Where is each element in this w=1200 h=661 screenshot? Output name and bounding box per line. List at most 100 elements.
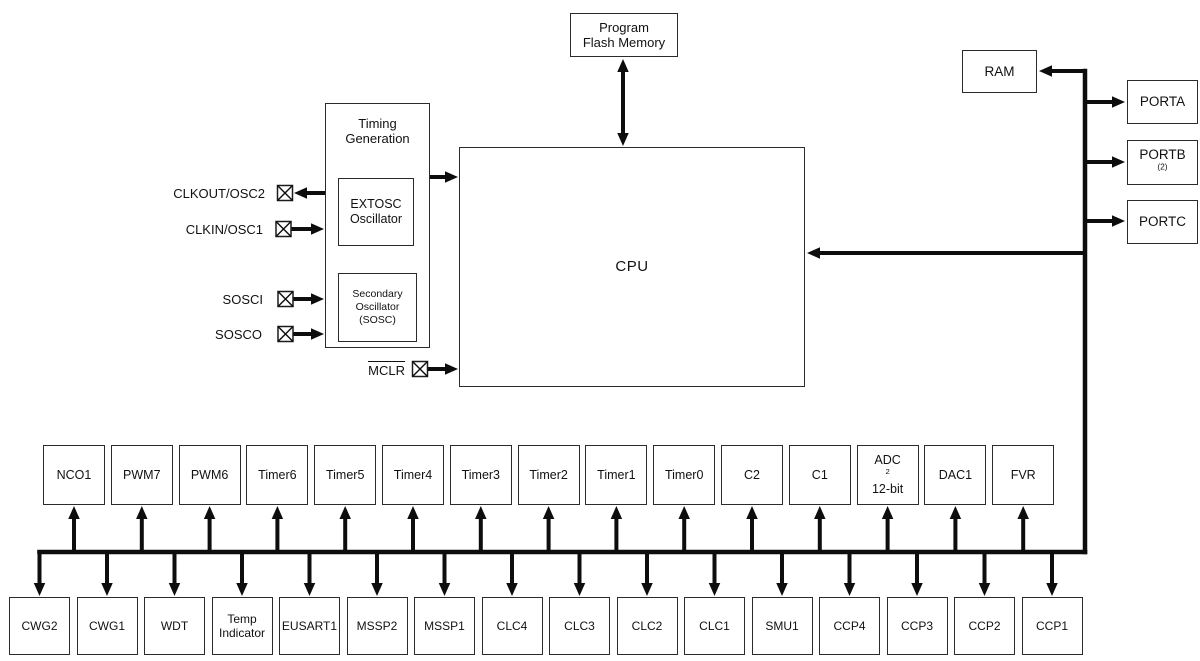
peripheral-label: FVR xyxy=(1010,467,1036,482)
program-flash-memory-label-line2: Flash Memory xyxy=(582,35,666,50)
peripheral-box-cwg1: CWG1 xyxy=(76,597,138,655)
sosco-arrow-head xyxy=(311,328,324,340)
peripheral-box-clc4: CLC4 xyxy=(481,597,543,655)
peripheral-label: CLC4 xyxy=(496,618,528,633)
peripheral-label: PWM7 xyxy=(123,467,161,482)
bus-down-arrow-6-head xyxy=(438,583,451,596)
peripheral-box-timer6: Timer6 xyxy=(246,445,309,505)
bus-down-arrow-0-head xyxy=(33,583,46,596)
peripheral-label: CLC3 xyxy=(564,618,595,633)
clkin-arrow-head xyxy=(311,223,324,235)
peripheral-label: CCP4 xyxy=(833,618,866,633)
peripheral-label: CWG2 xyxy=(21,618,58,633)
portc-label: PORTC xyxy=(1138,214,1186,230)
secondary-oscillator-box: Secondary Oscillator (SOSC) xyxy=(338,273,417,342)
peripheral-label: MSSP1 xyxy=(424,618,465,633)
program-flash-memory-label-line1: Program xyxy=(599,19,649,35)
peripheral-box-timer5: Timer5 xyxy=(314,445,377,505)
bus-ram-arrow-head xyxy=(1039,65,1052,77)
peripheral-label: Indicator xyxy=(218,626,266,640)
peripheral-label: DAC1 xyxy=(938,467,973,482)
bus-porta-arrow-head xyxy=(1112,96,1125,108)
bus-up-arrow-14-head xyxy=(1017,506,1029,519)
bus-up-arrow-5-head xyxy=(407,506,419,519)
sosc-label-line2: Oscillator xyxy=(355,300,400,313)
peripheral-label: WDT xyxy=(160,618,189,633)
bus-up-arrow-11-head xyxy=(814,506,826,519)
peripheral-box-pwm6: PWM6 xyxy=(178,445,241,505)
peripheral-box-dac1: DAC1 xyxy=(924,445,987,505)
peripheral-label: Timer3 xyxy=(461,467,501,482)
peripheral-label: NCO1 xyxy=(56,467,92,482)
cpu-label: CPU xyxy=(615,258,649,276)
bus-up-arrow-0-head xyxy=(68,506,80,519)
pin-label-sosci: SOSCI xyxy=(222,292,263,307)
peripheral-label: Timer5 xyxy=(325,467,365,482)
ram-label: RAM xyxy=(984,63,1015,79)
peripheral-label: CWG1 xyxy=(89,618,125,633)
peripheral-label: 12-bit xyxy=(871,482,904,497)
peripheral-box-ccp1: CCP1 xyxy=(1021,597,1083,655)
peripheral-label: Timer4 xyxy=(393,467,433,482)
peripheral-box-smu1: SMU1 xyxy=(751,597,813,655)
peripheral-box-ccp2: CCP2 xyxy=(954,597,1015,655)
porta-label: PORTA xyxy=(1139,94,1186,110)
peripheral-box-cwg2: CWG2 xyxy=(9,597,70,655)
peripheral-box-timer1: Timer1 xyxy=(585,445,648,505)
peripheral-box-c1: C1 xyxy=(788,445,851,505)
peripheral-box-clc2: CLC2 xyxy=(616,597,678,655)
peripheral-box-ccp3: CCP3 xyxy=(886,597,948,655)
bus-up-arrow-7-head xyxy=(542,506,555,519)
bus-down-arrow-4-head xyxy=(303,583,316,596)
bus-up-arrow-4-head xyxy=(339,506,351,519)
bus-down-arrow-3-head xyxy=(236,583,248,596)
peripheral-label: Timer6 xyxy=(258,467,297,482)
program-flash-memory-box: Program Flash Memory xyxy=(570,13,678,57)
cpu-box: CPU xyxy=(459,147,805,387)
flash-cpu-arrow-head xyxy=(617,59,629,72)
pin-label-sosco: SOSCO xyxy=(215,327,262,342)
bus-down-arrow-5-head xyxy=(371,583,383,596)
peripheral-box-wdt: WDT xyxy=(144,597,205,655)
sosci-pin-icon-x2 xyxy=(277,291,294,307)
bus-portc-arrow-head xyxy=(1112,215,1125,227)
peripheral-box-timer4: Timer4 xyxy=(382,445,444,505)
peripheral-label: CCP3 xyxy=(900,618,933,633)
bus-cpu-arrow-head xyxy=(807,247,820,259)
bus-down-arrow-7-head xyxy=(506,583,518,596)
clkout-arrow-head xyxy=(294,187,307,199)
peripheral-box-nco1: NCO1 xyxy=(43,445,105,505)
porta-box: PORTA xyxy=(1127,80,1198,124)
mclr-pin-icon-x2 xyxy=(412,361,428,377)
peripheral-label: CLC2 xyxy=(631,618,663,633)
peripheral-box-clc1: CLC1 xyxy=(684,597,745,655)
peripheral-box-c2: C2 xyxy=(721,445,783,505)
bus-up-arrow-1-head xyxy=(136,506,148,519)
bus-down-arrow-11-head xyxy=(776,583,788,596)
pin-label-clkout-osc2: CLKOUT/OSC2 xyxy=(173,186,265,201)
portb-footnote: (2) xyxy=(1157,161,1168,171)
mclr-overline-text: MCLR xyxy=(368,361,405,378)
bus-up-arrow-3-head xyxy=(271,506,284,519)
bus-down-arrow-2-head xyxy=(168,583,181,596)
peripheral-box-ccp4: CCP4 xyxy=(819,597,880,655)
bus-down-arrow-14-head xyxy=(978,583,991,596)
timing-generation-label-line2: Generation xyxy=(345,131,410,147)
extosc-oscillator-box: EXTOSC Oscillator xyxy=(338,178,414,246)
peripheral-label: CCP2 xyxy=(968,618,1001,633)
sosc-label-line3: (SOSC) xyxy=(359,314,396,327)
flash-cpu-arrow-rev-head xyxy=(617,133,629,146)
sosc-label-line1: Secondary xyxy=(352,287,403,300)
peripheral-label: C1 xyxy=(811,467,828,482)
peripheral-label: EUSART1 xyxy=(281,618,338,633)
peripheral-label: MSSP2 xyxy=(356,618,398,633)
clkout-pin-icon-x2 xyxy=(277,185,293,201)
peripheral-label: CLC1 xyxy=(699,618,730,633)
bus-down-arrow-15-head xyxy=(1046,583,1058,596)
bus-down-arrow-1-head xyxy=(101,583,113,596)
portb-box: PORTB(2) xyxy=(1127,140,1198,185)
bus-up-arrow-9-head xyxy=(678,506,690,519)
